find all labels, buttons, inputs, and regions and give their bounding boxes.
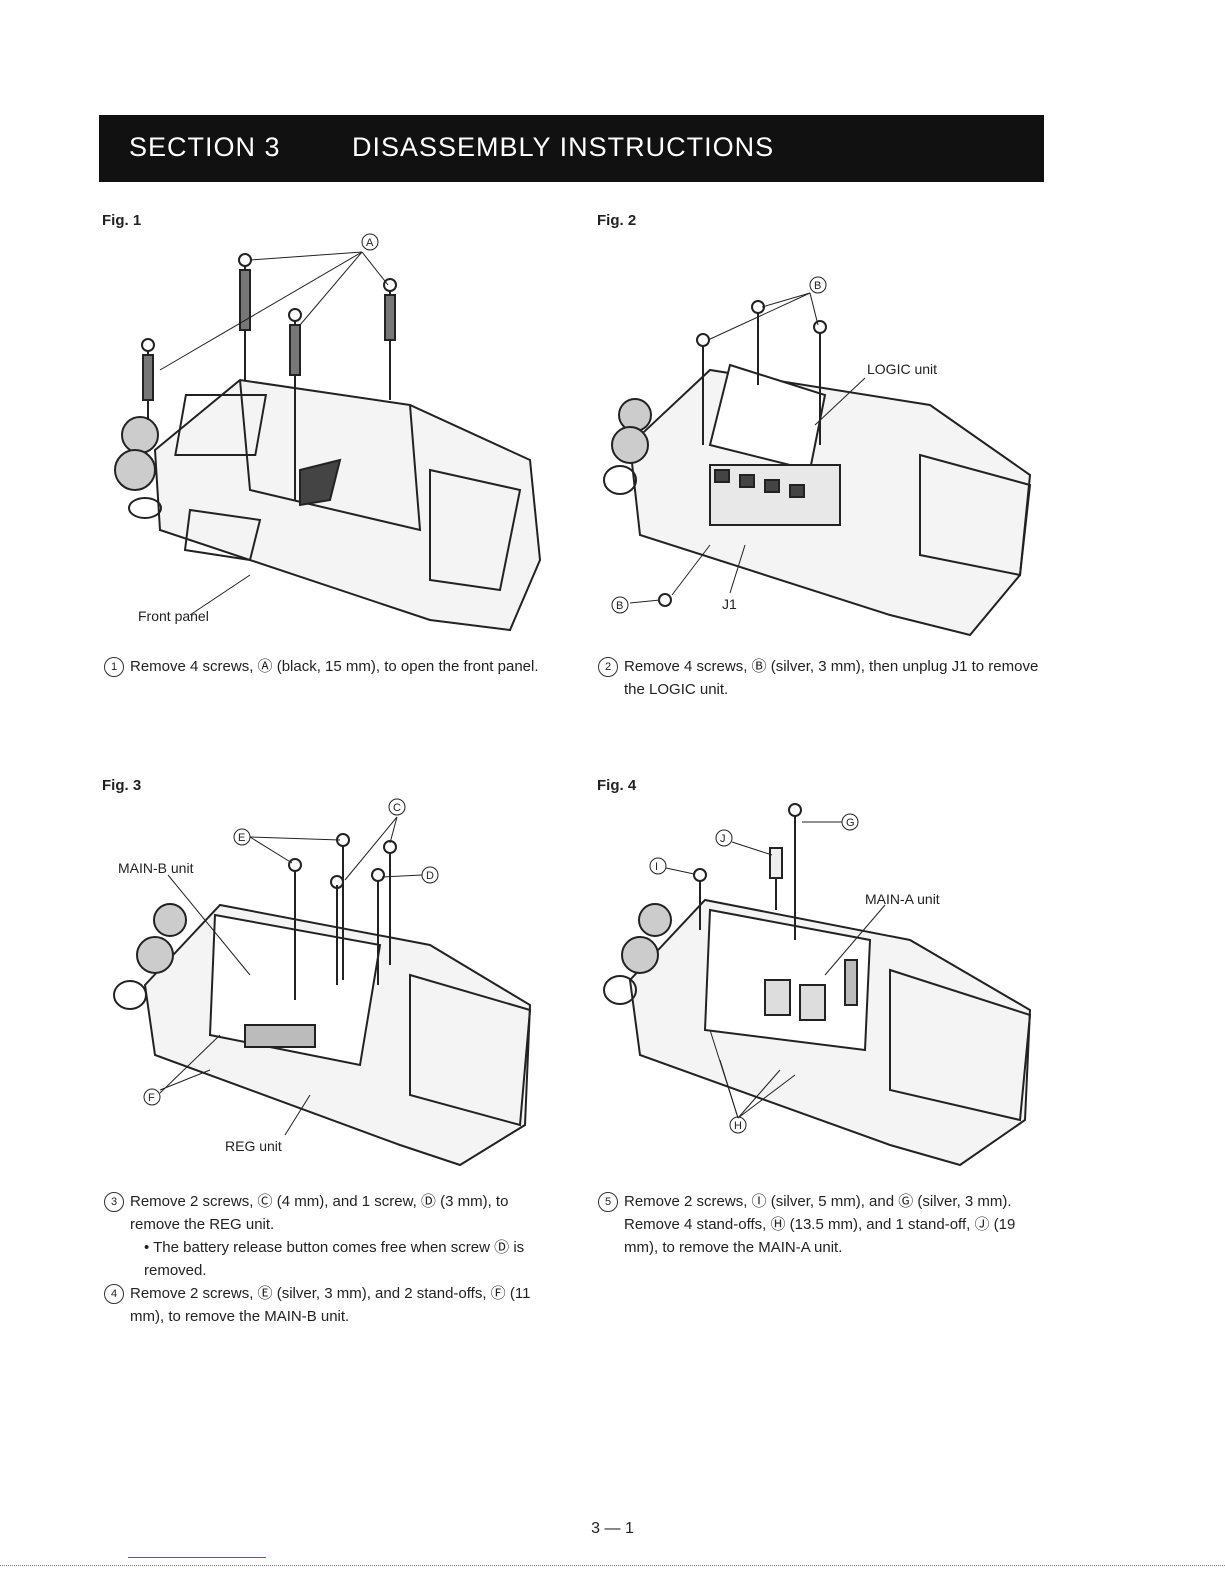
fig1-screw-letter: A: [366, 237, 374, 249]
step-4-text: Remove 2 screws, Ⓔ (silver, 3 mm), and 2…: [130, 1285, 531, 1325]
bottom-link-underline: [128, 1557, 266, 1558]
step-1-number: 1: [104, 657, 124, 677]
step-5-text: Remove 2 screws, Ⓘ (silver, 5 mm), and Ⓖ…: [624, 1193, 1012, 1210]
step-5-number: 5: [598, 1192, 618, 1212]
fig3-letter-d: D: [426, 870, 434, 882]
bottom-divider: [0, 1565, 1225, 1566]
fig3-letter-f: F: [148, 1092, 155, 1104]
step-1: 1 Remove 4 screws, Ⓐ (black, 15 mm), to …: [104, 655, 549, 678]
fig3-letter-e: E: [238, 832, 245, 844]
fig4-label: Fig. 4: [597, 777, 637, 794]
fig2-label: Fig. 2: [597, 212, 637, 229]
section-header: SECTION 3 DISASSEMBLY INSTRUCTIONS: [99, 115, 1044, 182]
fig2-illustration: B B LOGIC unit J1: [590, 275, 1050, 645]
fig3-letter-c: C: [393, 802, 401, 814]
step-3-number: 3: [104, 1192, 124, 1212]
fig4-letter-g: G: [846, 817, 855, 829]
step-1-text: Remove 4 screws, Ⓐ (black, 15 mm), to op…: [130, 658, 539, 675]
fig1-label: Fig. 1: [102, 212, 142, 229]
fig1-front-panel-callout: Front panel: [138, 608, 209, 624]
fig2-logic-callout: LOGIC unit: [867, 361, 937, 377]
fig4-illustration: G H I J MAIN-A unit: [590, 800, 1050, 1170]
step-4: 4 Remove 2 screws, Ⓔ (silver, 3 mm), and…: [104, 1282, 549, 1328]
fig2-screw-letter-lower: B: [616, 600, 623, 612]
section-title: DISASSEMBLY INSTRUCTIONS: [352, 132, 775, 162]
fig4-letter-h: H: [734, 1120, 742, 1132]
fig3-mainb-callout: MAIN-B unit: [118, 860, 194, 876]
step-3-text: Remove 2 screws, Ⓒ (4 mm), and 1 screw, …: [130, 1193, 509, 1233]
step-2-text: Remove 4 screws, Ⓑ (silver, 3 mm), then …: [624, 658, 1039, 698]
step-5-text-2: Remove 4 stand-offs, Ⓗ (13.5 mm), and 1 …: [624, 1216, 1016, 1256]
step-4-number: 4: [104, 1284, 124, 1304]
fig1-illustration: A Front panel: [100, 230, 560, 650]
section-number: SECTION 3: [129, 132, 281, 162]
fig3-reg-callout: REG unit: [225, 1138, 282, 1154]
fig4-maina-callout: MAIN-A unit: [865, 891, 940, 907]
fig3-illustration: C D E F MAIN-B unit REG unit: [100, 795, 560, 1170]
step-2: 2 Remove 4 screws, Ⓑ (silver, 3 mm), the…: [598, 655, 1043, 701]
fig2-j1-callout: J1: [722, 596, 737, 612]
fig2-screw-letter: B: [814, 280, 821, 292]
fig3-label: Fig. 3: [102, 777, 142, 794]
fig4-letter-j: J: [720, 833, 726, 845]
fig4-letter-i: I: [655, 861, 658, 873]
step-3-bullet: • The battery release button comes free …: [144, 1239, 525, 1279]
step-3: 3 Remove 2 screws, Ⓒ (4 mm), and 1 screw…: [104, 1190, 549, 1282]
step-2-number: 2: [598, 657, 618, 677]
page-number: 3 — 1: [591, 1520, 634, 1537]
step-5: 5 Remove 2 screws, Ⓘ (silver, 5 mm), and…: [598, 1190, 1043, 1259]
